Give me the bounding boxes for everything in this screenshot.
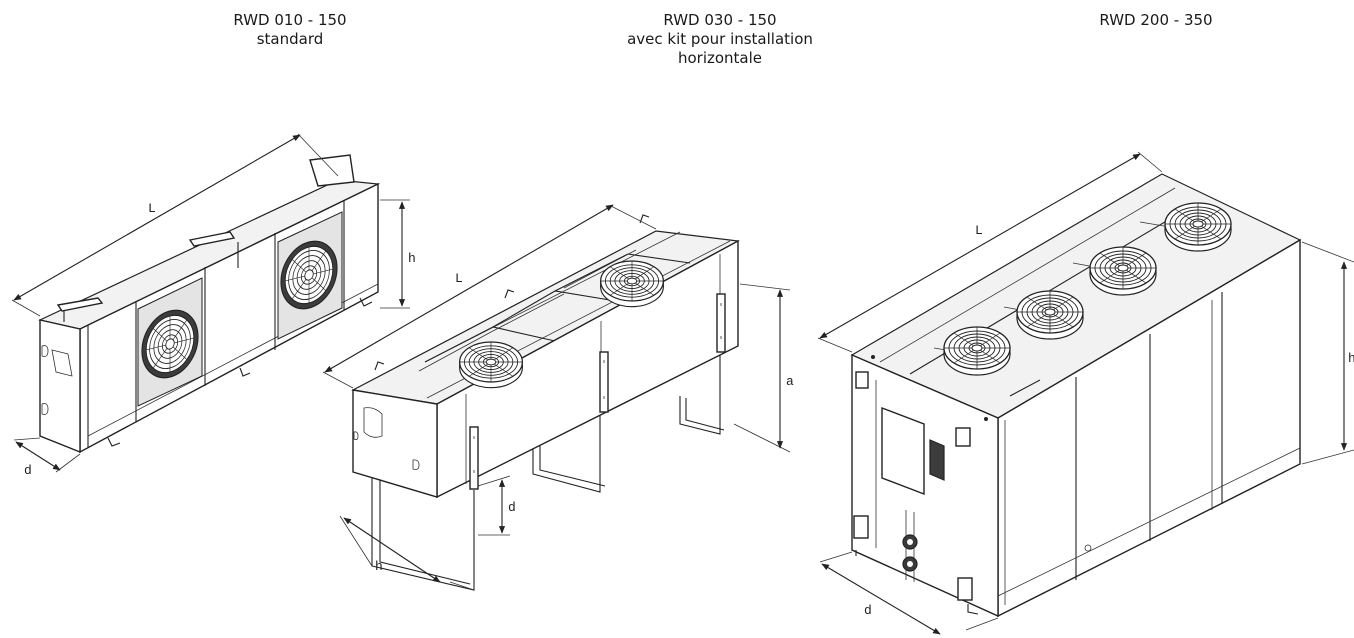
caption-unit-1: RWD 010 - 150 standard xyxy=(170,11,410,49)
caption-unit-2-model: RWD 030 - 150 xyxy=(663,11,777,29)
unit-3-drawing: L h d xyxy=(817,151,1354,635)
caption-unit-1-model: RWD 010 - 150 xyxy=(233,11,347,29)
caption-unit-1-variant: standard xyxy=(256,30,324,48)
unit-1-dim-depth: d xyxy=(24,463,32,478)
caption-unit-3: RWD 200 - 350 xyxy=(1046,11,1266,30)
unit-1-dim-length: L xyxy=(148,201,156,216)
unit-2-fan-left xyxy=(459,341,523,389)
unit-3-dim-height: h xyxy=(1348,351,1354,366)
unit-3-dim-length: L xyxy=(975,223,983,238)
unit-2-drawing: L a d h xyxy=(322,204,794,591)
unit-2-dim-length: L xyxy=(455,271,463,286)
caption-unit-2-variant: avec kit pour installation xyxy=(627,30,813,48)
unit-1-dim-height: h xyxy=(408,251,416,266)
unit-2-dim-depth: d xyxy=(508,500,516,515)
unit-1-drawing: L h d xyxy=(11,133,416,478)
unit-3-fan-1 xyxy=(943,326,1011,376)
unit-1-end-face xyxy=(39,319,81,454)
unit-2-end-face xyxy=(352,389,438,498)
unit-2-dim-frame-height: h xyxy=(375,559,383,574)
unit-2-fan-right xyxy=(600,260,664,308)
unit-3-dim-depth: d xyxy=(864,603,872,618)
unit-2-dim-height: a xyxy=(786,374,794,389)
unit-3-fan-2 xyxy=(1016,290,1084,340)
unit-3-control-box xyxy=(881,406,925,496)
caption-unit-2: RWD 030 - 150 avec kit pour installation… xyxy=(590,11,850,68)
caption-unit-2-variant-cont: horizontale xyxy=(677,49,763,67)
unit-3-fan-3 xyxy=(1089,246,1157,296)
caption-unit-3-model: RWD 200 - 350 xyxy=(1099,11,1213,29)
unit-3-fan-4 xyxy=(1164,202,1232,252)
